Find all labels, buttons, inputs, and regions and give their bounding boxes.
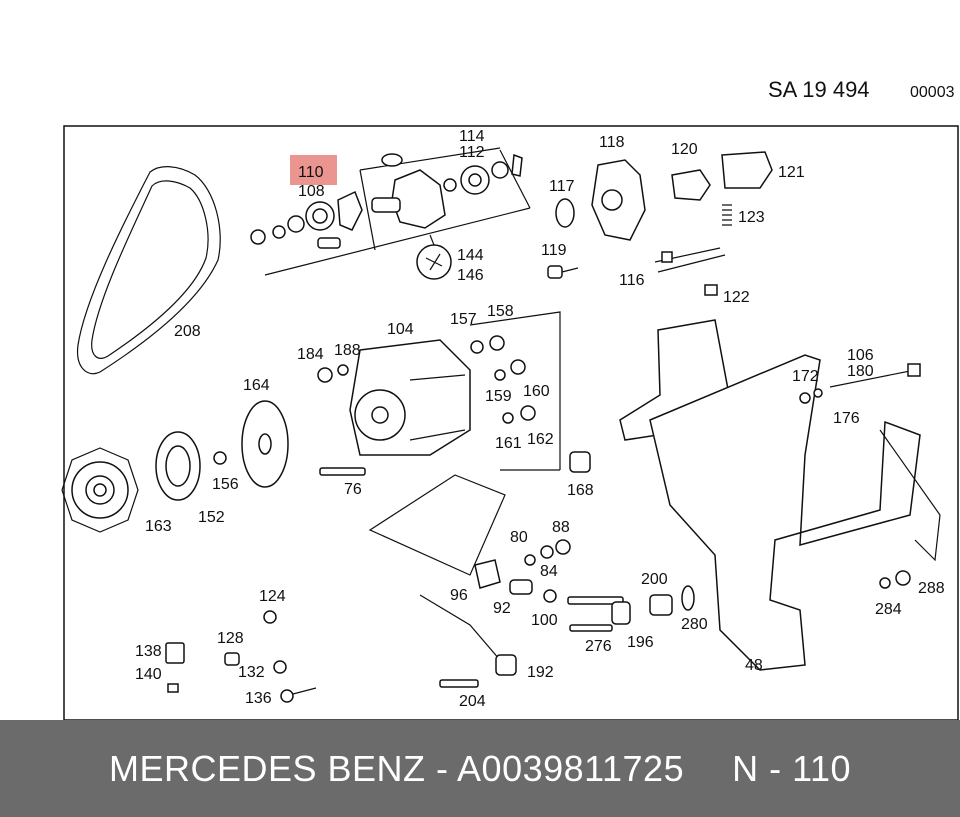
callout-152[interactable]: 152 [198, 509, 225, 526]
callout-117[interactable]: 117 [549, 178, 575, 195]
callout-100[interactable]: 100 [531, 612, 558, 629]
callout-192[interactable]: 192 [527, 664, 554, 681]
callout-120[interactable]: 120 [671, 141, 698, 158]
callout-84[interactable]: 84 [540, 563, 558, 580]
callout-112[interactable]: 112 [459, 144, 485, 161]
callout-116[interactable]: 116 [619, 272, 645, 289]
footer-position-number: N - 110 [732, 747, 851, 789]
callout-204[interactable]: 204 [459, 693, 486, 710]
callout-188[interactable]: 188 [334, 342, 361, 359]
callout-157[interactable]: 157 [450, 311, 477, 328]
callout-48[interactable]: 48 [745, 657, 763, 674]
callout-156[interactable]: 156 [212, 476, 239, 493]
callout-106[interactable]: 106 [847, 347, 874, 364]
callout-110[interactable]: 110 [298, 164, 324, 181]
alternator-104 [317, 311, 561, 576]
footer-brand-part-number: MERCEDES BENZ - A0039811725 [109, 747, 685, 789]
tensioner-group [419, 539, 673, 688]
footer-bar: MERCEDES BENZ - A0039811725 N - 110 [0, 720, 960, 817]
callout-122[interactable]: 122 [723, 289, 750, 306]
bracket-118-group [547, 151, 773, 296]
callout-172[interactable]: 172 [792, 368, 819, 385]
callout-276[interactable]: 276 [585, 638, 612, 655]
callout-176[interactable]: 176 [833, 410, 860, 427]
callout-108[interactable]: 108 [298, 183, 325, 200]
water-pump-assembly [250, 147, 531, 280]
callout-288[interactable]: 288 [918, 580, 945, 597]
small-parts-group [165, 610, 317, 703]
callout-labels: 110 108 114 112 118 120 121 117 119 123 … [135, 128, 945, 710]
callout-80[interactable]: 80 [510, 529, 528, 546]
callout-104[interactable]: 104 [387, 321, 414, 338]
sheet-number: 00003 [910, 84, 955, 101]
highlight-box [290, 155, 337, 185]
callout-144[interactable]: 144 [457, 247, 484, 264]
callout-92[interactable]: 92 [493, 600, 511, 617]
callout-196[interactable]: 196 [627, 634, 654, 651]
callout-118[interactable]: 118 [599, 134, 625, 151]
callout-146[interactable]: 146 [457, 267, 484, 284]
callout-140[interactable]: 140 [135, 666, 162, 683]
pulleys-and-fan [61, 400, 289, 533]
mounting-bracket-48 [619, 319, 941, 671]
callout-88[interactable]: 88 [552, 519, 570, 536]
callout-121[interactable]: 121 [778, 164, 805, 181]
callout-208[interactable]: 208 [174, 323, 201, 340]
sheet-code: SA 19 494 [768, 77, 870, 102]
callout-96[interactable]: 96 [450, 587, 468, 604]
drive-belt-208 [76, 166, 221, 375]
callout-158[interactable]: 158 [487, 303, 514, 320]
footer-caption: MERCEDES BENZ - A0039811725 N - 110 [0, 720, 960, 817]
callout-138[interactable]: 138 [135, 643, 162, 660]
callout-163[interactable]: 163 [145, 518, 172, 535]
callout-123[interactable]: 123 [738, 209, 765, 226]
callout-161[interactable]: 161 [495, 435, 522, 452]
callout-168[interactable]: 168 [567, 482, 594, 499]
callout-164[interactable]: 164 [243, 377, 270, 394]
callout-76[interactable]: 76 [344, 481, 362, 498]
callout-284[interactable]: 284 [875, 601, 902, 618]
callout-124[interactable]: 124 [259, 588, 286, 605]
callout-280[interactable]: 280 [681, 616, 708, 633]
diagram-frame [63, 125, 959, 721]
callout-136[interactable]: 136 [245, 690, 272, 707]
callout-162[interactable]: 162 [527, 431, 554, 448]
callout-160[interactable]: 160 [523, 383, 550, 400]
callout-128[interactable]: 128 [217, 630, 244, 647]
callout-200[interactable]: 200 [641, 571, 668, 588]
callout-159[interactable]: 159 [485, 388, 512, 405]
callout-180[interactable]: 180 [847, 363, 874, 380]
callout-119[interactable]: 119 [541, 242, 567, 259]
nut-washer-group [470, 335, 591, 473]
callout-132[interactable]: 132 [238, 664, 265, 681]
callout-114[interactable]: 114 [459, 128, 485, 145]
callout-184[interactable]: 184 [297, 346, 324, 363]
